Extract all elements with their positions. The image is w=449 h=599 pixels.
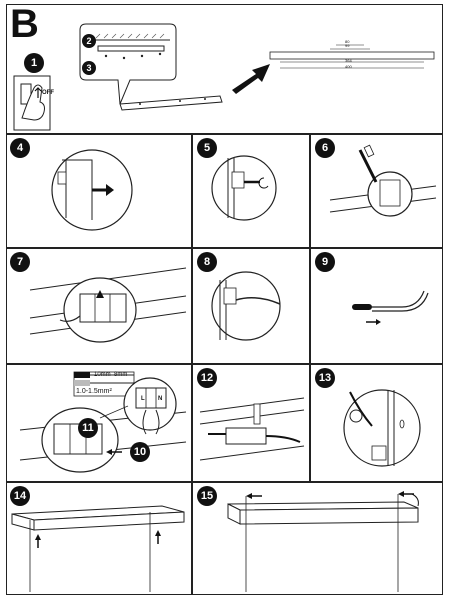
step-badge-14: 14 bbox=[10, 486, 30, 506]
step-badge-12: 12 bbox=[197, 368, 217, 388]
step-badge-13: 13 bbox=[315, 368, 335, 388]
step-badge-4: 4 bbox=[10, 138, 30, 158]
step-badge-8: 8 bbox=[197, 252, 217, 272]
panel-step-15 bbox=[192, 482, 443, 595]
step-badge-2: 2 bbox=[82, 34, 96, 48]
step-badge-10: 10 bbox=[130, 442, 150, 462]
terminal-l-label: L bbox=[141, 396, 145, 402]
step-badge-9: 9 bbox=[315, 252, 335, 272]
panel-overview bbox=[6, 4, 443, 134]
strip-length-alt-label: 8mm bbox=[114, 372, 128, 378]
step-badge-6: 6 bbox=[315, 138, 335, 158]
wire-section-label: 1.0-1.5mm² bbox=[76, 388, 112, 395]
off-label: OFF bbox=[42, 90, 54, 96]
step-badge-3: 3 bbox=[82, 61, 96, 75]
step-badge-1: 1 bbox=[24, 53, 44, 73]
terminal-n-label: N bbox=[158, 396, 163, 402]
step-badge-15: 15 bbox=[197, 486, 217, 506]
step-badge-5: 5 bbox=[197, 138, 217, 158]
step-badge-7: 7 bbox=[10, 252, 30, 272]
strip-length-label: 10mm bbox=[94, 372, 111, 378]
section-letter: B bbox=[10, 2, 39, 46]
dimension-label-80: 80 bbox=[345, 39, 350, 44]
dimension-label-364: 364 bbox=[345, 58, 352, 63]
step-badge-11: 11 bbox=[78, 418, 98, 438]
dimension-label-99: 99 bbox=[345, 43, 350, 48]
dimension-label-400: 400 bbox=[345, 64, 352, 69]
